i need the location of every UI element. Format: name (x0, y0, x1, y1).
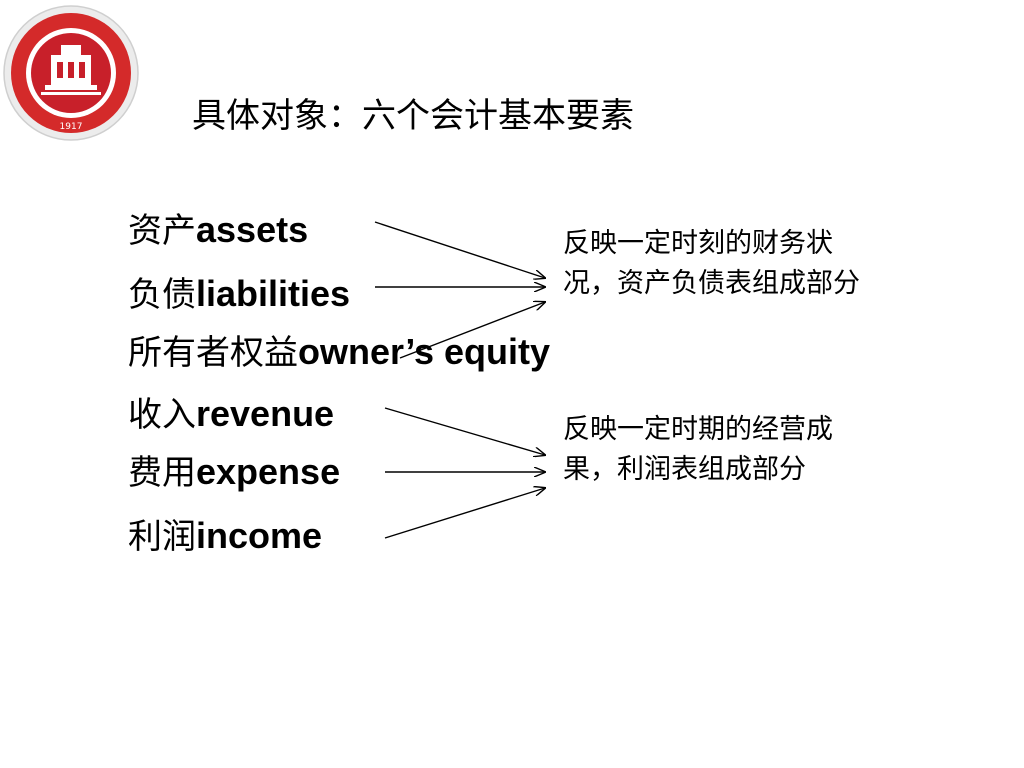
element-income: 利润income (128, 514, 322, 559)
slide-title: 具体对象：六个会计基本要素 (192, 96, 634, 136)
arrow-income (384, 488, 545, 539)
element-en: liabilities (196, 273, 351, 314)
element-zh: 费用 (128, 453, 196, 493)
element-zh: 所有者权益 (128, 333, 298, 373)
element-liabilities: 负债liabilities (128, 272, 350, 317)
element-zh: 利润 (128, 517, 196, 557)
element-expense: 费用expense (128, 450, 340, 495)
university-seal-logo: 1917 (3, 5, 139, 141)
element-zh: 资产 (128, 211, 196, 251)
description-income-statement: 反映一定时期的经营成果，利润表组成部分 (563, 414, 833, 485)
element-en: expense (196, 451, 341, 492)
element-revenue: 收入revenue (128, 392, 334, 437)
element-owners-equity: 所有者权益owner’s equity (128, 330, 550, 375)
element-zh: 收入 (128, 395, 196, 435)
arrow-revenue (384, 407, 545, 455)
arrow-assets (374, 221, 545, 278)
element-assets: 资产assets (128, 208, 308, 253)
description-balance-sheet: 反映一定时刻的财务状况，资产负债表组成部分 (563, 228, 860, 299)
element-en: assets (196, 209, 309, 250)
element-zh: 负债 (128, 275, 196, 315)
element-en: income (196, 515, 323, 556)
element-en: revenue (196, 393, 335, 434)
logo-year: 1917 (60, 122, 83, 132)
element-en: owner’s equity (298, 331, 551, 372)
